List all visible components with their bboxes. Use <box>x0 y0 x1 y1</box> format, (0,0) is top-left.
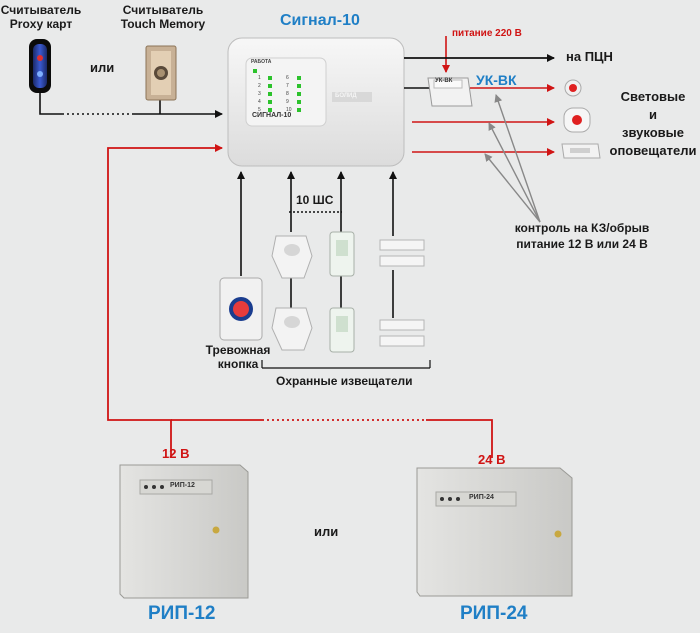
power-220-label: питание 220 В <box>452 28 522 39</box>
psu-24-device <box>416 467 573 597</box>
zone-number: 5 <box>258 107 261 113</box>
psu-12-panel-label: РИП-12 <box>170 482 195 489</box>
alarm-button-label: Тревожная кнопка <box>188 343 288 372</box>
psu-24-panel-label: РИП-24 <box>469 494 494 501</box>
controller-panel-name: СИГНАЛ-10 <box>252 112 292 119</box>
power-line <box>107 144 493 458</box>
zone-number: 2 <box>258 83 261 89</box>
outputs <box>404 36 555 156</box>
zone-number: 6 <box>286 75 289 81</box>
or-top-label: или <box>90 60 115 75</box>
psu-12-device <box>119 464 249 599</box>
monitor-label: контроль на КЗ/обрыв питание 12 В или 24… <box>496 220 668 252</box>
psu-12-voltage-label: 12 В <box>162 446 190 461</box>
loops-label: 10 ШС <box>296 193 334 207</box>
psu-24-name: РИП-24 <box>460 603 528 624</box>
loop-lines <box>237 171 397 318</box>
monitor-label-line1: контроль на КЗ/обрыв <box>514 221 650 235</box>
zone-numbers-right: 6 7 8 9 10 <box>286 74 292 114</box>
zone-numbers-left: 1 2 3 4 5 <box>258 74 261 114</box>
uk-vk-device-label: УК-ВК <box>435 78 453 84</box>
zone-number: 8 <box>286 91 289 97</box>
zone-number: 10 <box>286 107 292 113</box>
zone-number: 1 <box>258 75 261 81</box>
monitor-label-line2: питание 12 В или 24 В <box>516 237 648 251</box>
zone-number: 9 <box>286 99 289 105</box>
proxy-reader-label-line1: Считыватель <box>0 3 82 17</box>
notifier-devices <box>561 79 601 159</box>
monitor-arrows <box>484 94 541 223</box>
touch-memory-reader-label-line1: Считыватель <box>122 3 204 17</box>
zone-number: 3 <box>258 91 261 97</box>
notifiers-label: Световые и звуковые оповещатели <box>608 88 698 160</box>
controller-brand-logo: БОЛИД <box>335 93 357 99</box>
psu-24-voltage-label: 24 В <box>478 452 506 467</box>
proxy-reader-label: Считыватель Proxy карт <box>0 3 82 32</box>
detectors-label: Охранные извещатели <box>276 374 413 388</box>
controller-status-label: РАБОТА <box>251 59 272 65</box>
detector-devices <box>261 231 431 369</box>
zone-number: 4 <box>258 99 261 105</box>
uk-vk-label: УК-ВК <box>476 72 517 88</box>
reader-bus <box>39 92 223 118</box>
to-pcn-label: на ПЦН <box>566 49 613 64</box>
touch-memory-reader-label-line2: Touch Memory <box>120 16 206 31</box>
signal-10-controller <box>227 37 405 167</box>
notifiers-label-line1: Световые <box>620 89 686 104</box>
psu-12-name: РИП-12 <box>148 603 216 624</box>
zone-number: 7 <box>286 83 289 89</box>
uk-vk-device <box>427 77 473 107</box>
notifiers-label-line4: оповещатели <box>609 143 697 158</box>
notifiers-label-line3: звуковые <box>622 125 684 140</box>
touch-memory-reader-device <box>145 45 177 101</box>
alarm-button-device <box>219 277 263 341</box>
notifiers-label-line2: и <box>649 107 657 122</box>
alarm-button-label-line2: кнопка <box>217 356 259 371</box>
or-bottom-label: или <box>314 524 339 539</box>
controller-title: Сигнал-10 <box>280 12 360 29</box>
proxy-reader-label-line2: Proxy карт <box>9 16 73 31</box>
touch-memory-reader-label: Считыватель Touch Memory <box>113 3 213 32</box>
alarm-button-label-line1: Тревожная <box>205 343 271 357</box>
proxy-reader-device <box>29 39 51 93</box>
